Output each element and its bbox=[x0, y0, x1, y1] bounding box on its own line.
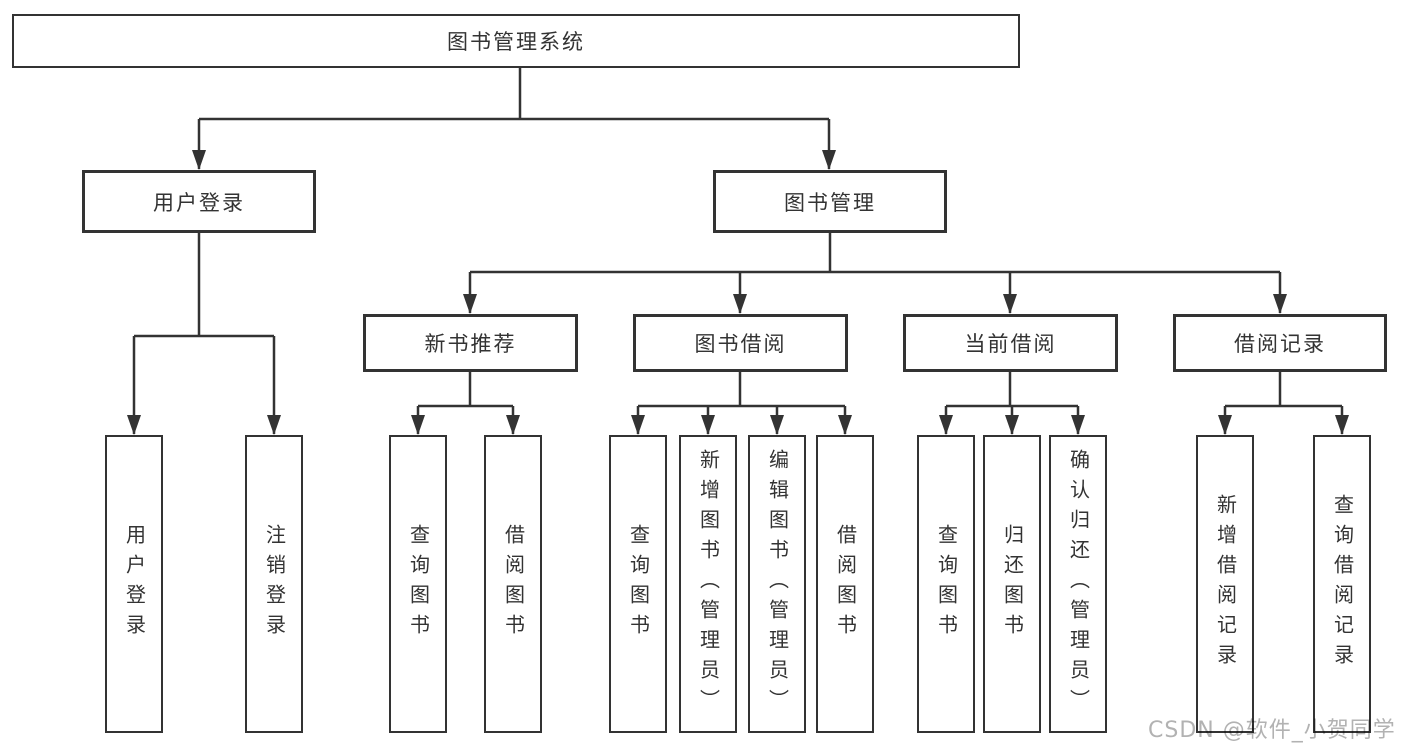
node-borrowing-records: 借阅记录 bbox=[1173, 314, 1387, 372]
node-borrow-books-1: 借阅图书 bbox=[484, 435, 542, 733]
node-confirm-return-admin: 确认归还（管理员） bbox=[1049, 435, 1107, 733]
node-borrow-books-2: 借阅图书 bbox=[816, 435, 874, 733]
node-root: 图书管理系统 bbox=[12, 14, 1020, 68]
node-return-books: 归还图书 bbox=[983, 435, 1041, 733]
node-label: 借阅图书 bbox=[501, 524, 526, 644]
node-label: 确认归还（管理员） bbox=[1066, 449, 1091, 719]
node-query-books-2: 查询图书 bbox=[609, 435, 667, 733]
node-edit-books-admin: 编辑图书（管理员） bbox=[748, 435, 806, 733]
node-label: 用户登录 bbox=[122, 524, 147, 644]
node-label: 查询图书 bbox=[934, 524, 959, 644]
node-query-borrowing-record: 查询借阅记录 bbox=[1313, 435, 1371, 733]
node-label: 查询借阅记录 bbox=[1330, 494, 1355, 674]
node-add-borrowing-record: 新增借阅记录 bbox=[1196, 435, 1254, 733]
node-user-login: 用户登录 bbox=[105, 435, 163, 733]
node-user-login-group: 用户登录 bbox=[82, 170, 316, 233]
node-label: 查询图书 bbox=[626, 524, 651, 644]
node-new-book-recommend: 新书推荐 bbox=[363, 314, 578, 372]
node-label: 新增借阅记录 bbox=[1213, 494, 1238, 674]
node-label: 新增图书（管理员） bbox=[696, 449, 721, 719]
node-query-books-3: 查询图书 bbox=[917, 435, 975, 733]
node-current-borrowing: 当前借阅 bbox=[903, 314, 1118, 372]
node-query-books-1: 查询图书 bbox=[389, 435, 447, 733]
csdn-watermark: CSDN @软件_小贺同学 bbox=[1148, 718, 1396, 743]
node-add-books-admin: 新增图书（管理员） bbox=[679, 435, 737, 733]
node-label: 查询图书 bbox=[406, 524, 431, 644]
node-book-management: 图书管理 bbox=[713, 170, 947, 233]
node-label: 借阅图书 bbox=[833, 524, 858, 644]
node-logout-login: 注销登录 bbox=[245, 435, 303, 733]
node-label: 注销登录 bbox=[262, 524, 287, 644]
node-label: 归还图书 bbox=[1000, 524, 1025, 644]
node-label: 编辑图书（管理员） bbox=[765, 449, 790, 719]
node-book-borrowing: 图书借阅 bbox=[633, 314, 848, 372]
